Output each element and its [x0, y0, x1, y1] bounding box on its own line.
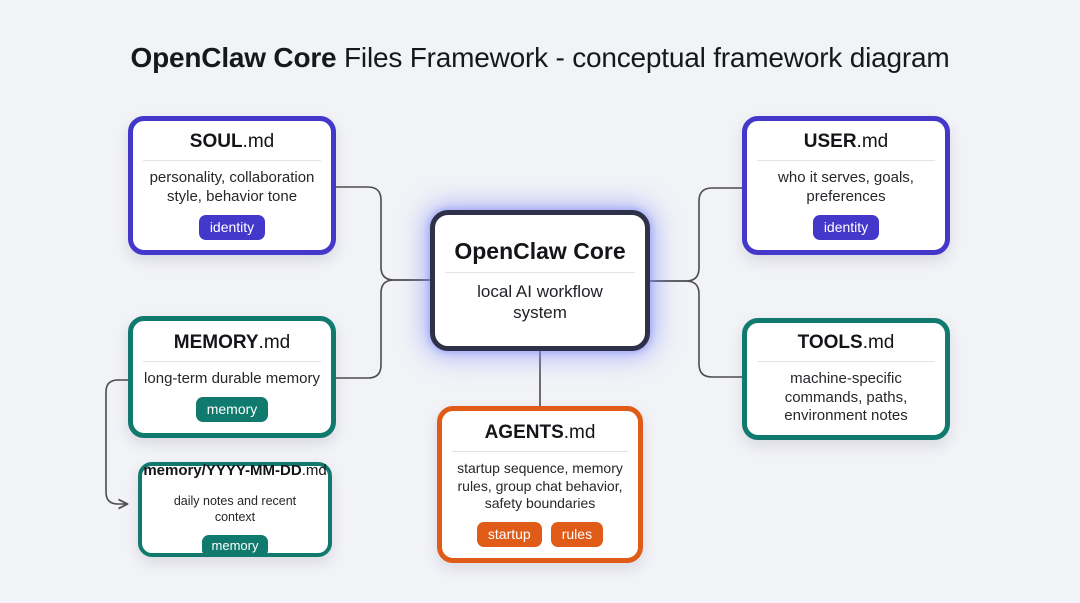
node-openclaw-core: OpenClaw Core local AI workflow system	[430, 210, 650, 351]
node-title-name: TOOLS	[797, 331, 863, 353]
node-soul-md: SOUL.md personality, collaboration style…	[128, 116, 336, 255]
node-tools-md: TOOLS.md machine-specific commands, path…	[742, 318, 950, 440]
node-title-ext: .md	[242, 130, 275, 152]
node-description: personality, collaboration style, behavi…	[149, 168, 315, 205]
node-description: long-term durable memory	[144, 369, 320, 387]
identity-badge: identity	[198, 215, 266, 241]
node-title-name: AGENTS	[484, 422, 564, 444]
node-description: startup sequence, memory rules, group ch…	[457, 460, 623, 512]
node-title: memory/YYYY-MM-DD.md	[143, 462, 326, 479]
node-memory-md: MEMORY.md long-term durable memory memor…	[128, 316, 336, 438]
node-description: daily notes and recent context	[173, 494, 297, 524]
identity-badge: identity	[812, 215, 880, 241]
node-title-name: OpenClaw Core	[454, 237, 626, 264]
node-user-md: USER.md who it serves, goals, preference…	[742, 116, 950, 255]
node-description: local AI workflow system	[477, 281, 603, 322]
node-daily-memory-md: memory/YYYY-MM-DD.md daily notes and rec…	[138, 462, 332, 557]
node-title-ext: .md	[258, 331, 291, 353]
node-title-name: USER	[803, 130, 857, 152]
node-divider	[143, 360, 321, 362]
node-title: TOOLS.md	[798, 332, 895, 354]
node-divider	[143, 159, 321, 161]
title-bold: OpenClaw Core	[130, 42, 337, 73]
node-title-name: MEMORY	[173, 331, 259, 353]
node-agents-md: AGENTS.md startup sequence, memory rules…	[437, 406, 643, 563]
node-title-name: SOUL	[189, 130, 243, 152]
node-title-ext: .md	[301, 462, 327, 480]
node-description: who it serves, goals, preferences	[778, 168, 914, 205]
connector-tools-core	[650, 280, 742, 378]
connector-user-core	[650, 187, 742, 282]
node-title: MEMORY.md	[174, 332, 290, 354]
startup-badge: startup	[476, 521, 542, 547]
rules-badge: rules	[550, 521, 604, 547]
node-title-ext: .md	[856, 130, 889, 152]
node-title: AGENTS.md	[485, 422, 596, 444]
connector-memory-core	[336, 279, 430, 379]
node-divider	[757, 360, 935, 362]
title-rest: Files Framework - conceptual framework d…	[336, 42, 950, 73]
node-title-ext: .md	[563, 422, 596, 444]
node-description: machine-specific commands, paths, enviro…	[784, 369, 908, 425]
node-title: USER.md	[804, 131, 888, 153]
connector-soul-core	[336, 186, 430, 281]
node-divider	[452, 451, 628, 453]
node-divider	[757, 159, 935, 161]
memory-badge: memory	[195, 397, 269, 423]
memory-badge: memory	[201, 534, 269, 557]
diagram-title: OpenClaw Core Files Framework - conceptu…	[0, 42, 1080, 74]
node-title-name: memory/YYYY-MM-DD	[143, 462, 302, 480]
node-divider	[445, 271, 635, 273]
node-title-ext: .md	[862, 331, 895, 353]
node-title: OpenClaw Core	[454, 238, 625, 265]
node-title: SOUL.md	[190, 131, 274, 153]
connector-memory-daily-arrow	[105, 379, 128, 504]
